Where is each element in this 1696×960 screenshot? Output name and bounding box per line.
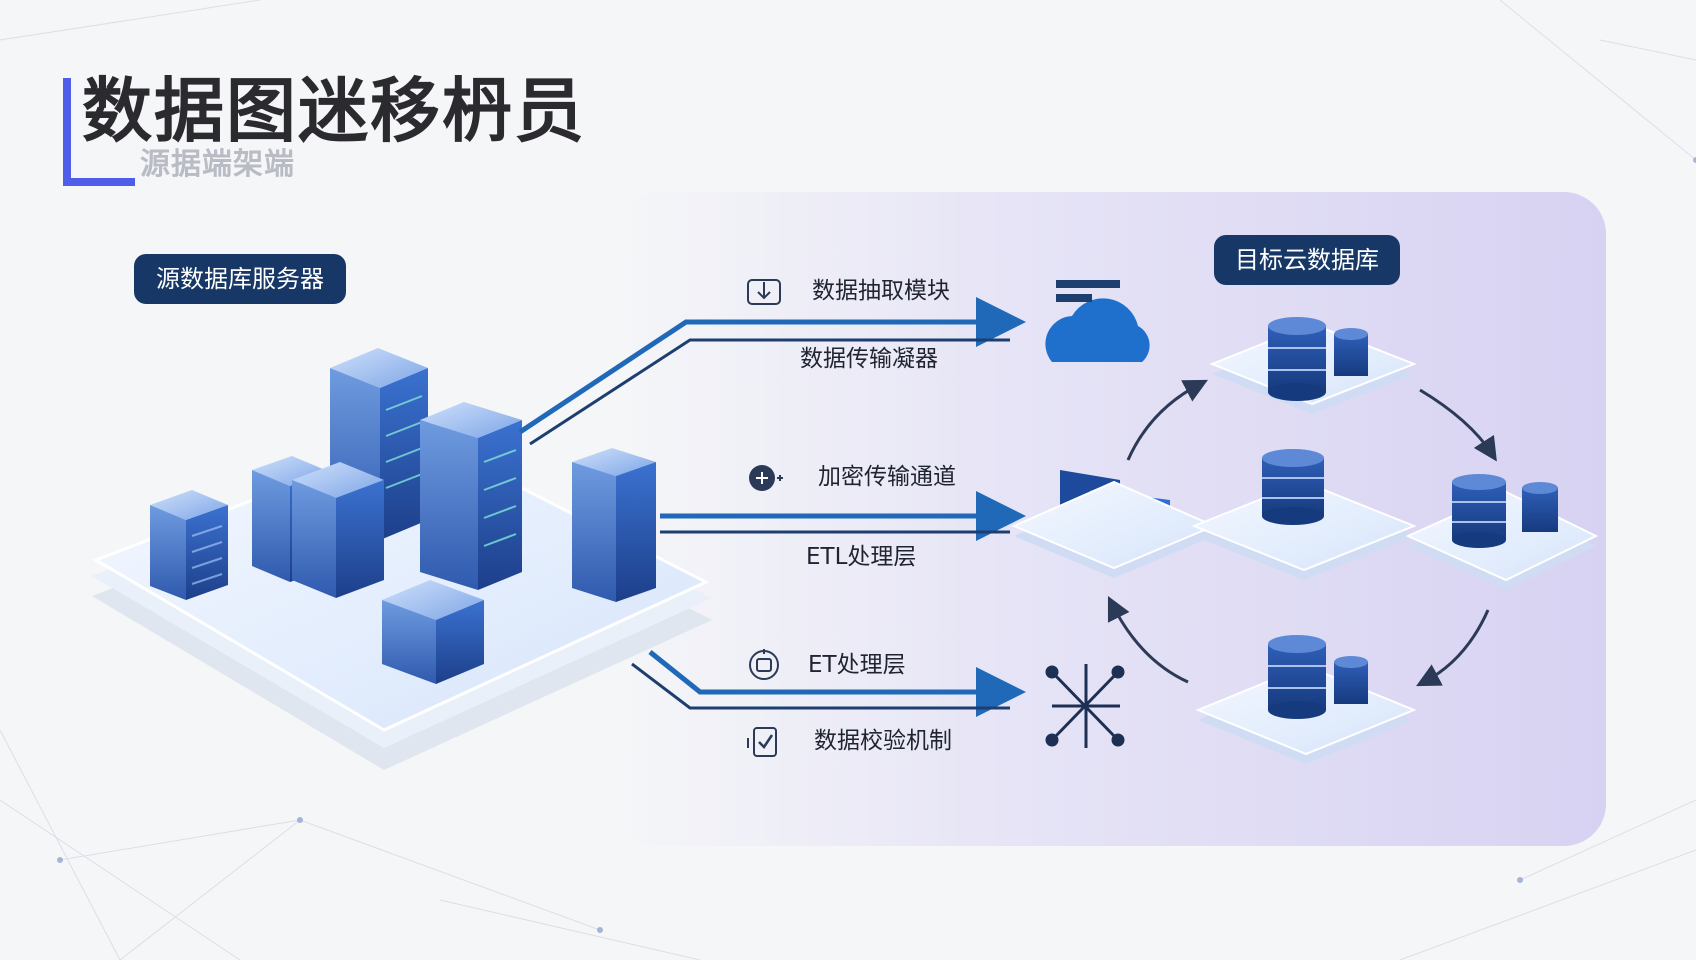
server-icon bbox=[292, 462, 384, 598]
encrypt-icon bbox=[749, 465, 783, 491]
database-icon bbox=[1452, 474, 1558, 548]
source-servers bbox=[150, 348, 656, 684]
flow-middle-label: 加密传输通道 bbox=[818, 464, 956, 490]
flow-middle-sublabel: ETL处理层 bbox=[806, 544, 917, 570]
server-icon bbox=[150, 490, 228, 600]
server-icon bbox=[420, 402, 522, 590]
cloud-icon bbox=[1045, 280, 1150, 362]
page-title: 数据图迷移枬员 bbox=[82, 70, 586, 152]
flow-top-sublabel: 数据传输凝器 bbox=[800, 346, 938, 372]
database-icon bbox=[1268, 317, 1368, 401]
server-icon bbox=[572, 448, 656, 602]
source-db-label: 源数据库服务器 bbox=[134, 254, 346, 304]
title-accent-bracket bbox=[63, 78, 135, 186]
flow-top-label: 数据抽取模块 bbox=[812, 278, 950, 304]
target-platform-center bbox=[1191, 480, 1417, 580]
flow-bottom-sublabel: 数据校验机制 bbox=[814, 728, 952, 754]
target-db-label: 目标云数据库 bbox=[1214, 235, 1400, 285]
flow-arrow-middle bbox=[660, 491, 1026, 541]
network-hub-icon bbox=[1045, 664, 1125, 748]
server-icon bbox=[382, 580, 484, 684]
sync-cycle-arrows bbox=[1107, 379, 1497, 687]
robot-icon bbox=[749, 649, 779, 680]
database-icon bbox=[1262, 449, 1324, 525]
verify-icon bbox=[747, 727, 777, 757]
flow-arrow-top bbox=[518, 297, 1026, 446]
page-subtitle: 源据端架端 bbox=[140, 147, 295, 182]
flow-bottom-label: ET处理层 bbox=[808, 652, 906, 678]
database-icon bbox=[1268, 635, 1368, 719]
extract-icon bbox=[747, 279, 781, 305]
target-platform-left bbox=[1011, 480, 1217, 578]
flow-arrow-bottom bbox=[631, 650, 1026, 717]
